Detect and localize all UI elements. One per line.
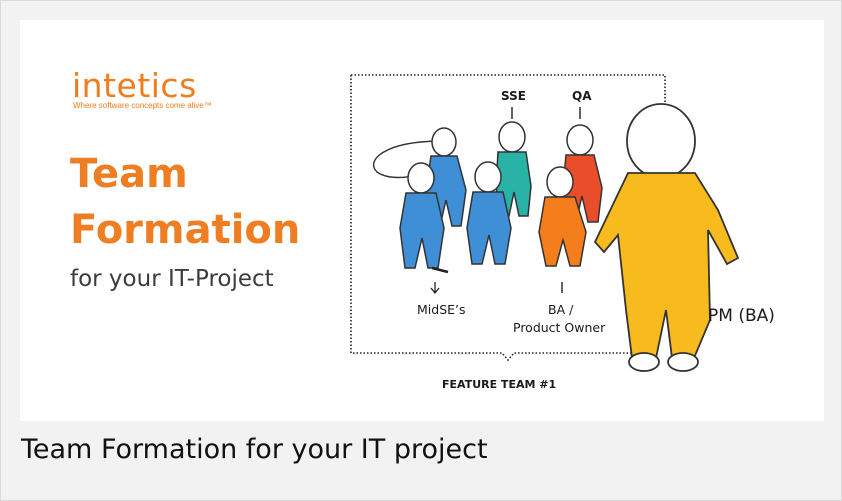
pm-figure: [593, 103, 740, 372]
banner-subtitle: for your IT-Project: [70, 266, 274, 292]
midse-figure-left: [399, 162, 449, 274]
banner-title-line1: Team: [70, 151, 188, 197]
pm-label: PM (BA): [708, 306, 775, 326]
feature-team-bracket: [350, 74, 666, 362]
image-caption: Team Formation for your IT project: [21, 434, 488, 465]
ba-label-line1: BA /: [548, 302, 574, 317]
team-formation-banner: intetics Where software concepts come al…: [20, 20, 824, 421]
midse-label: MidSE’s: [417, 302, 466, 317]
ba-figure: [538, 166, 587, 267]
loop-arc: [372, 140, 439, 179]
sse-label: SSE: [501, 89, 526, 103]
feature-team-label: FEATURE TEAM #1: [442, 378, 556, 391]
team-diagram: SSE QA MidSE’s BA / Product Owner PM (BA…: [350, 74, 775, 391]
banner-title-line2: Formation: [70, 207, 301, 253]
midse-figure-middle: [466, 161, 512, 265]
logo-tagline: Where software concepts come alive™: [73, 101, 212, 110]
qa-label: QA: [572, 89, 592, 103]
intetics-logo: intetics: [72, 66, 197, 105]
ba-label-line2: Product Owner: [513, 320, 606, 335]
